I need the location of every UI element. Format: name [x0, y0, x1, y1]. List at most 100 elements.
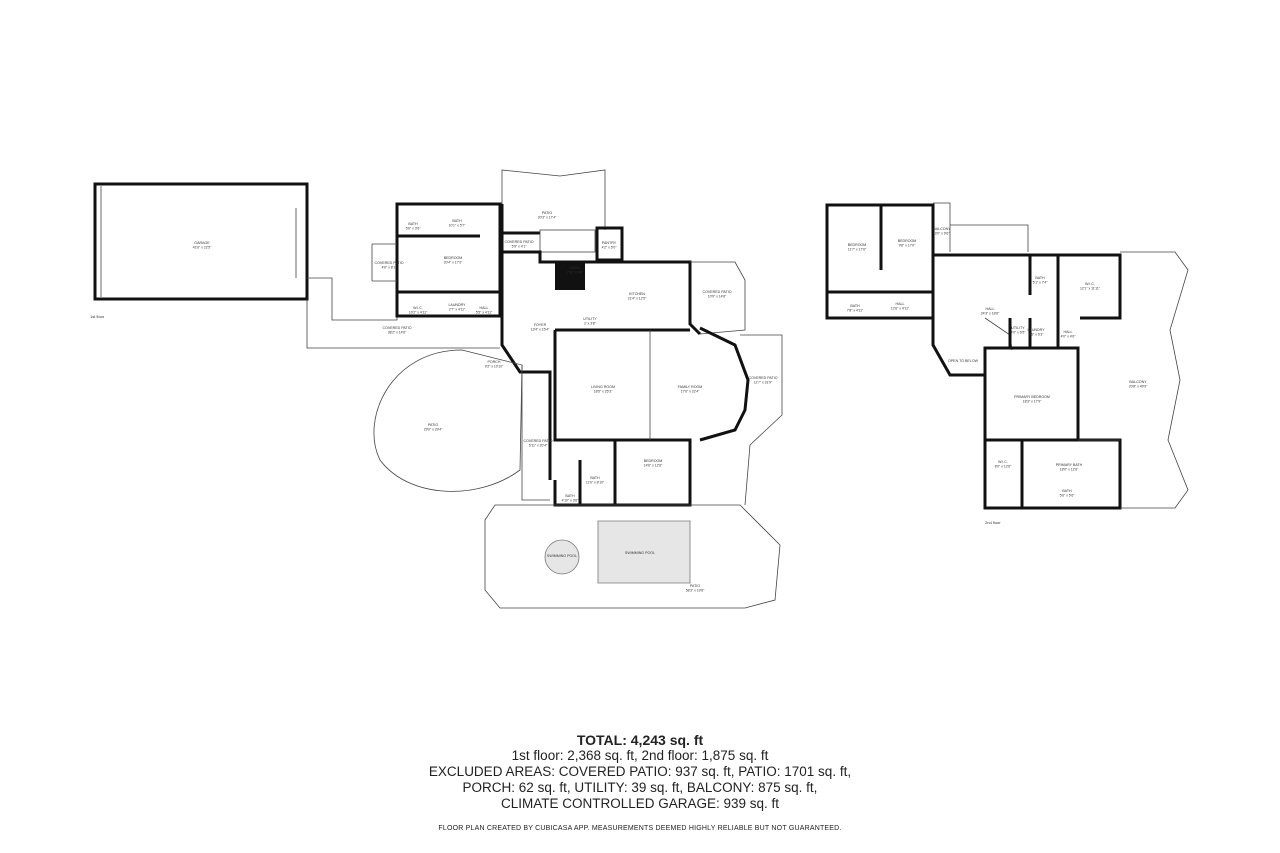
room-name: PANTRY [602, 241, 617, 245]
room-name: FAMILY ROOM [678, 385, 703, 389]
room-name: BATH [565, 494, 575, 498]
room-dimensions: 38'2" x 14'6" [388, 331, 407, 335]
room-name: W.I.C. [413, 306, 423, 310]
room-dimensions: 10'2" x 4'11" [409, 311, 428, 315]
room-name: SWIMMING POOL [625, 551, 655, 555]
room-name: UTILITY [1011, 326, 1025, 330]
room-dimensions: 20'4" x 17'0" [444, 261, 463, 265]
room-name: COVERED PATIO [702, 290, 731, 294]
room-dimensions: 41'6" x 22'5" [193, 246, 212, 250]
room-dimensions: 29'0" x 29'4" [424, 428, 443, 432]
room-dimensions: 11'6" x 8'10" [586, 481, 605, 485]
room-name: PATIO [542, 211, 552, 215]
room-dimensions: 7'8" x 4'11" [847, 309, 864, 313]
floor-areas: 1st floor: 2,368 sq. ft, 2nd floor: 1,87… [511, 748, 769, 763]
area-summary: TOTAL: 4,243 sq. ft 1st floor: 2,368 sq.… [0, 732, 1280, 812]
room-name: HALL [1064, 330, 1073, 334]
room-name: COVERED PATIO [748, 376, 777, 380]
room-dimensions: 21'4" x 12'5" [628, 297, 647, 301]
room-name: BATH [570, 266, 580, 270]
room-dimensions: 2' x 3'8" [584, 322, 597, 326]
floor2-walls [825, 202, 1189, 510]
room-name: W.I.C. [1085, 282, 1095, 286]
room-dimensions: 18'5" x 25'3" [594, 390, 613, 394]
room-dimensions: 10'1" x 5'7" [449, 224, 467, 228]
room-name: COVERED PATIO [504, 240, 533, 244]
room-name: BATH [1062, 489, 1072, 493]
room-dimensions: 5'5" x 4'11" [476, 311, 493, 315]
floor1-label: 1st floor [90, 314, 105, 319]
floor2-label: 2nd floor [985, 520, 1001, 525]
room-name: KITCHEN [629, 292, 645, 296]
room-dimensions: 24'3" x 18'6" [981, 312, 1000, 316]
total-area: TOTAL: 4,243 sq. ft [576, 732, 704, 748]
room-name: HALL [986, 307, 995, 311]
room-name: COVERED PATIO [523, 439, 552, 443]
room-dimensions: 7'11" x 4'8" [567, 271, 584, 275]
room-name: HALL [480, 306, 489, 310]
room-name: COVERED PATIO [374, 261, 403, 265]
room-dimensions: 58'3" x 19'8" [686, 589, 705, 593]
room-name: LAUNDRY [1027, 328, 1045, 332]
room-dimensions: 14'6" x 12'6" [644, 464, 663, 468]
disclaimer: FLOOR PLAN CREATED BY CUBICASA APP. MEAS… [438, 825, 842, 832]
room-name: BATH [1035, 276, 1045, 280]
room-name: COVERED PATIO [382, 326, 411, 330]
room-dimensions: 8'0" x 12'6" [995, 465, 1013, 469]
room-dimensions: 4'0" x 6'5" [1011, 331, 1027, 335]
room-name: BEDROOM [444, 256, 463, 260]
room-name: PORCH [488, 360, 501, 364]
room-dimensions: 4'6" x 8'1" [382, 266, 398, 270]
room-dimensions: 9'2" x 10'10" [485, 365, 504, 369]
room-dimensions: 20'3" x 17'4" [538, 216, 557, 220]
room-dimensions: 5'6" x 3'6" [406, 227, 422, 231]
room-name: PATIO [428, 423, 438, 427]
room-name: PRIMARY BATH [1056, 463, 1083, 467]
room-name: BATH [452, 219, 462, 223]
room-dimensions: 5'11" x 20'4" [529, 444, 548, 448]
room-dimensions: 18'3" x 17'9" [1023, 400, 1042, 404]
room-name: BALCONY [933, 227, 951, 231]
room-dimensions: 4'10" x 3'6" [562, 499, 580, 503]
room-name: FOYER [534, 323, 547, 327]
room-name: UTILITY [583, 317, 597, 321]
floor1-walls [93, 169, 783, 609]
room-dimensions: 3'5" x 6'3" [1029, 333, 1045, 337]
room-name: BEDROOM [644, 459, 663, 463]
excluded-areas-3: CLIMATE CONTROLLED GARAGE: 939 sq. ft [500, 796, 780, 811]
room-name: BEDROOM [848, 243, 867, 247]
room-dimensions: 10'9" x 14'6" [708, 295, 727, 299]
room-dimensions: 12'6" x 4'11" [891, 307, 910, 311]
room-dimensions: 4'0" x 4'6" [1061, 335, 1077, 339]
room-dimensions: 2'7" x 4'11" [449, 308, 466, 312]
room-dimensions: 12'1" x 11'11" [1080, 287, 1101, 291]
room-name: W.I.C. [998, 460, 1008, 464]
room-name: LAUNDRY [448, 303, 466, 307]
room-name: PRIMARY BEDROOM [1014, 395, 1050, 399]
room-dimensions: 13'4" x 15'4" [531, 328, 550, 332]
room-dimensions: 11'7" x 31'9" [754, 381, 773, 385]
room-dimensions: 11'7" x 17'6" [848, 248, 867, 252]
room-name: SWIMMING POOL [547, 554, 577, 558]
room-dimensions: 9'8" x 17'0" [899, 244, 917, 248]
room-dimensions: 5'6" x 5'6" [1060, 494, 1076, 498]
room-dimensions: 17'6" x 22'4" [681, 390, 700, 394]
room-name: BATH [408, 222, 418, 226]
room-name: LIVING ROOM [591, 385, 615, 389]
room-name: BEDROOM [898, 239, 917, 243]
excluded-areas-2: PORCH: 62 sq. ft, UTILITY: 39 sq. ft, BA… [462, 780, 818, 795]
room-dimensions: 5'1" x 7'4" [1033, 281, 1049, 285]
room-name: BATH [850, 304, 860, 308]
room-dimensions: 18'0" x 12'6" [1060, 468, 1079, 472]
room-name: BATH [590, 476, 600, 480]
room-name: GARAGE [194, 241, 210, 245]
room-name: HALL [896, 302, 905, 306]
room-name: PATIO [690, 584, 700, 588]
room-dimensions: 4'2" x 5'0" [602, 246, 618, 250]
room-dimensions: 3'0" x 9'6" [935, 232, 951, 236]
room-name: BALCONY [1129, 380, 1147, 384]
room-dimensions: 5'9" x 4'1" [512, 245, 528, 249]
